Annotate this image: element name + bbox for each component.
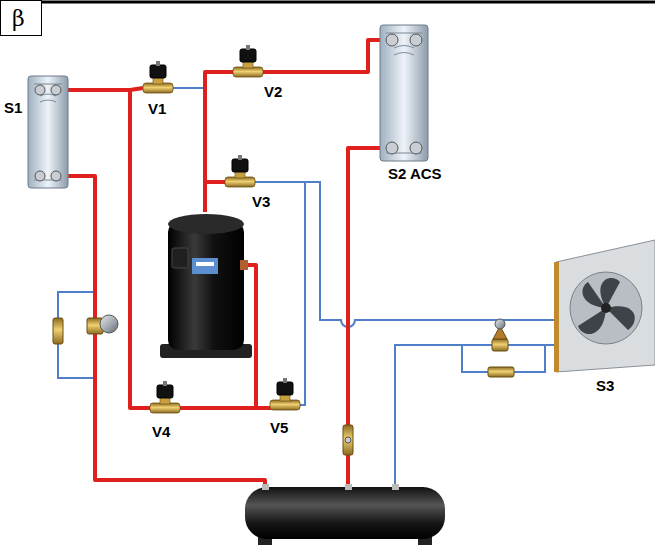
component-label: S1 [4, 100, 22, 117]
red-pipes [60, 40, 384, 488]
component-label: V4 [152, 424, 170, 441]
liquid-receiver [245, 484, 445, 545]
plate-heat-exchanger-s1 [28, 76, 68, 188]
solenoid-valve-v2 [233, 45, 263, 77]
component-label: V5 [270, 420, 288, 437]
expansion-valve-right [488, 319, 514, 377]
blue-pipes [58, 88, 558, 487]
component-label: V2 [264, 84, 282, 101]
plate-heat-exchanger-s2 [380, 25, 428, 161]
component-label: V1 [148, 101, 166, 118]
expansion-valve-left [53, 315, 118, 344]
solenoid-valve-v1 [143, 61, 173, 93]
scroll-compressor [160, 214, 252, 358]
fan-coil-s3 [554, 240, 655, 372]
frame-line [0, 1, 655, 4]
solenoid-valve-v4 [150, 381, 180, 413]
solenoid-valve-v3 [225, 155, 255, 187]
component-label: S3 [596, 378, 614, 395]
panel-label-box: β [0, 0, 42, 36]
panel-letter: β [12, 8, 30, 30]
solenoid-valve-v5 [270, 378, 300, 410]
component-label: S2 ACS [388, 166, 442, 183]
component-label: V3 [252, 194, 270, 211]
sight-glass [343, 425, 353, 455]
